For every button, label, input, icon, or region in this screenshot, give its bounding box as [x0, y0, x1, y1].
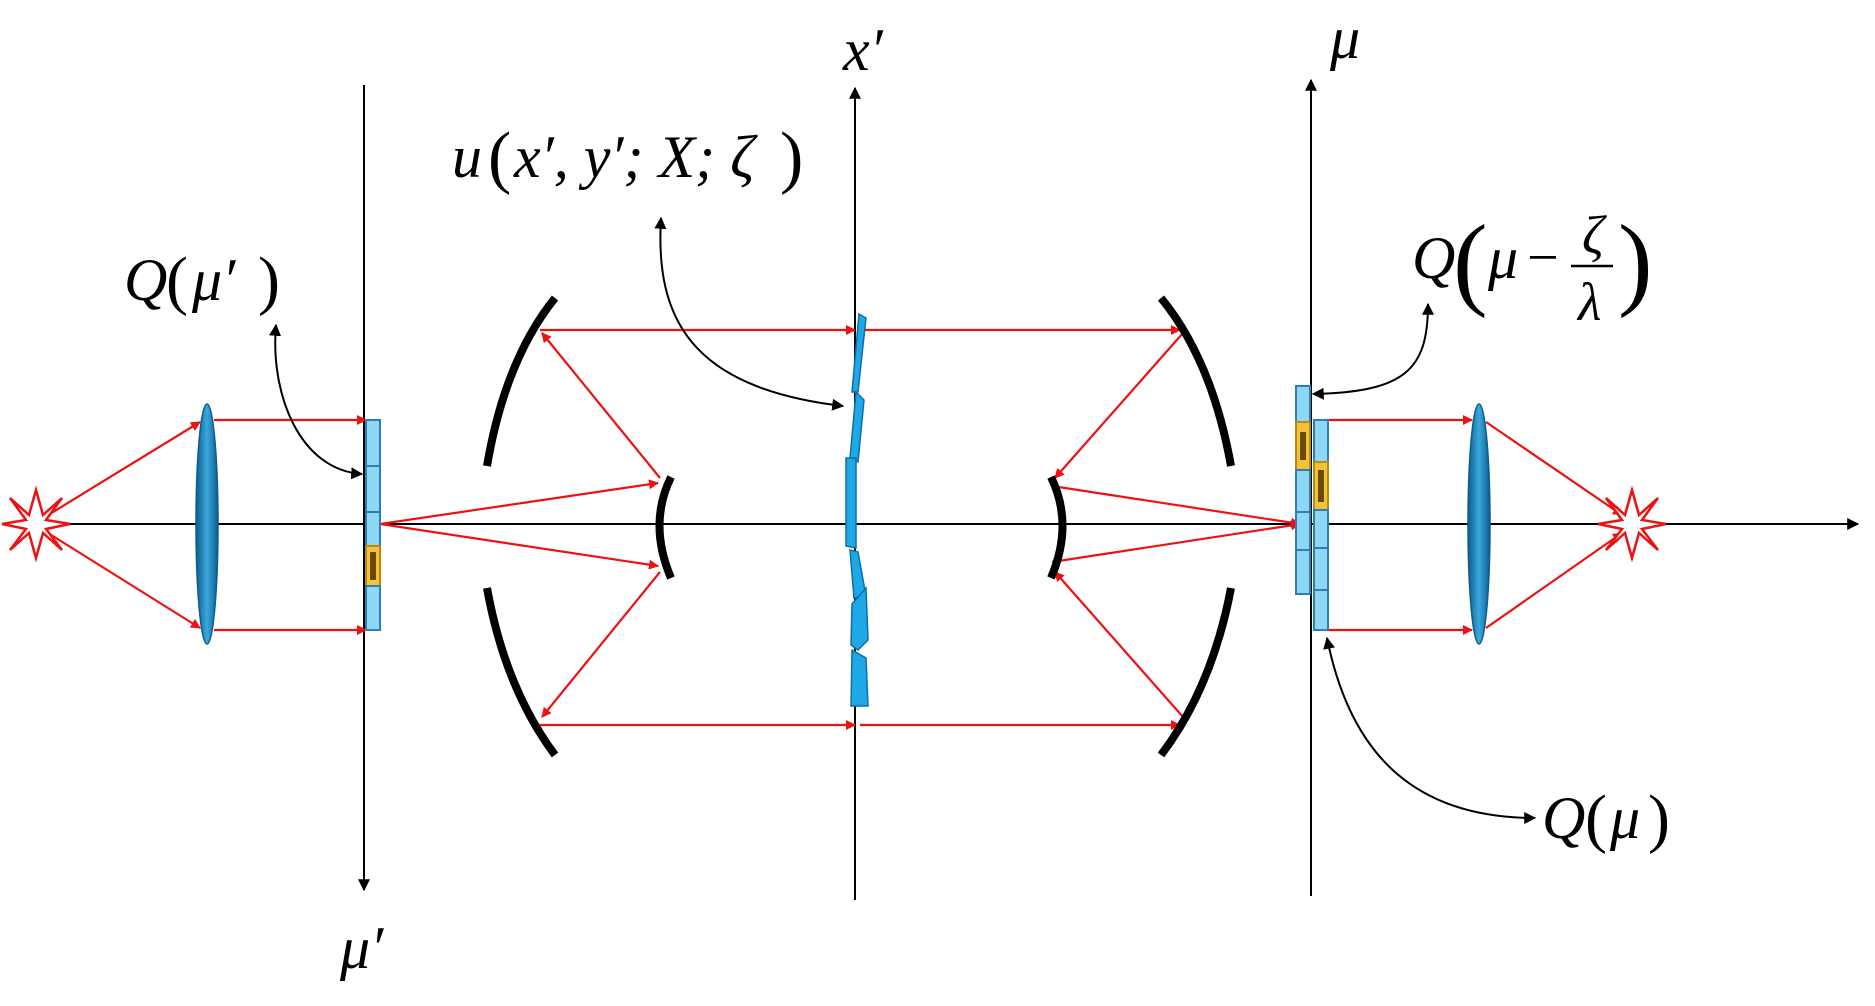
ray: [1051, 520, 1301, 564]
star-burst-icon: [1, 485, 71, 563]
ray: [1054, 571, 1184, 718]
label-arg: μ: [1609, 785, 1640, 851]
modulator-cell: [1295, 511, 1311, 551]
left-modulator: [365, 419, 381, 631]
ray: [1485, 532, 1623, 629]
annotation-arrow: [1323, 636, 1537, 824]
right-modulator-front: [1295, 385, 1311, 595]
x-prime-axis-label: x′: [842, 17, 884, 83]
label-paren: (: [488, 119, 511, 196]
label-q-mu-prime: Q ( μ′ ): [124, 244, 280, 317]
right-primary-mirror-bottom: [1157, 587, 1235, 758]
mu-prime-axis-label: μ′: [339, 915, 384, 981]
modulator-active-core: [1318, 470, 1324, 502]
right-modulator-back: [1313, 419, 1329, 631]
ray-paths: [39, 325, 1623, 730]
axes: [20, 78, 1860, 900]
modulator-cell: [365, 511, 381, 547]
annotation-arrows: [269, 216, 1537, 824]
mirrors: [483, 295, 1235, 758]
label-field-u: u ( x′, y′; X; ζ ): [452, 119, 803, 196]
label-q-mu: Q ( μ ): [1542, 782, 1670, 855]
ray: [379, 479, 659, 526]
left-primary-mirror-top: [483, 295, 559, 467]
right-primary-mirror-top: [1157, 295, 1235, 467]
label-numerator: ζ: [1582, 205, 1607, 265]
ray: [541, 332, 661, 479]
ray: [39, 527, 201, 629]
ray: [1054, 332, 1184, 479]
annotation-arrow: [1311, 302, 1434, 400]
modulator-cell: [365, 585, 381, 631]
left-primary-mirror-bottom: [483, 587, 559, 758]
label-q-shifted: Q ( μ − ζ λ ): [1412, 204, 1653, 332]
label-func: Q: [124, 247, 167, 313]
label-arg: μ′: [191, 247, 236, 313]
modulator-cell: [1295, 385, 1311, 423]
label-paren: ): [1618, 204, 1653, 319]
modulator-cell: [365, 419, 381, 467]
star-burst-icon: [1597, 485, 1667, 563]
modulator-cell: [365, 465, 381, 513]
annotation-arrow: [654, 216, 845, 411]
sawtooth-phase-plate: [845, 312, 869, 707]
label-paren: ): [1648, 782, 1670, 855]
modulator-cell: [1295, 469, 1311, 513]
ray: [379, 522, 659, 570]
label-denominator: λ: [1576, 272, 1601, 332]
modulator-cell: [1295, 549, 1311, 595]
label-paren: ): [780, 119, 803, 196]
label-paren: ): [258, 244, 280, 317]
modulator-active-core: [370, 552, 376, 580]
label-paren: (: [1585, 782, 1607, 855]
mu-axis-label: μ: [1329, 5, 1360, 71]
ray: [1485, 421, 1623, 516]
ray: [39, 421, 201, 521]
ray: [541, 571, 661, 718]
modulator-active-core: [1300, 432, 1306, 460]
modulator-cell: [1313, 419, 1329, 463]
label-func: u: [452, 124, 482, 190]
annotation-arrow: [269, 323, 364, 480]
right-lens: [1467, 403, 1491, 645]
label-args: x′, y′; X; ζ: [513, 124, 758, 190]
modulator-cell: [1313, 589, 1329, 631]
label-minuend: μ: [1487, 225, 1518, 291]
label-minus: −: [1527, 227, 1559, 289]
right-secondary-mirror: [1047, 475, 1067, 580]
label-func: Q: [1542, 785, 1585, 851]
left-lens: [195, 403, 219, 645]
label-paren: (: [1453, 204, 1488, 319]
ray: [1051, 484, 1301, 528]
label-paren: (: [166, 244, 188, 317]
modulator-cell: [1313, 509, 1329, 549]
modulator-cell: [1313, 547, 1329, 591]
left-secondary-mirror: [655, 475, 675, 580]
label-func: Q: [1412, 225, 1455, 291]
